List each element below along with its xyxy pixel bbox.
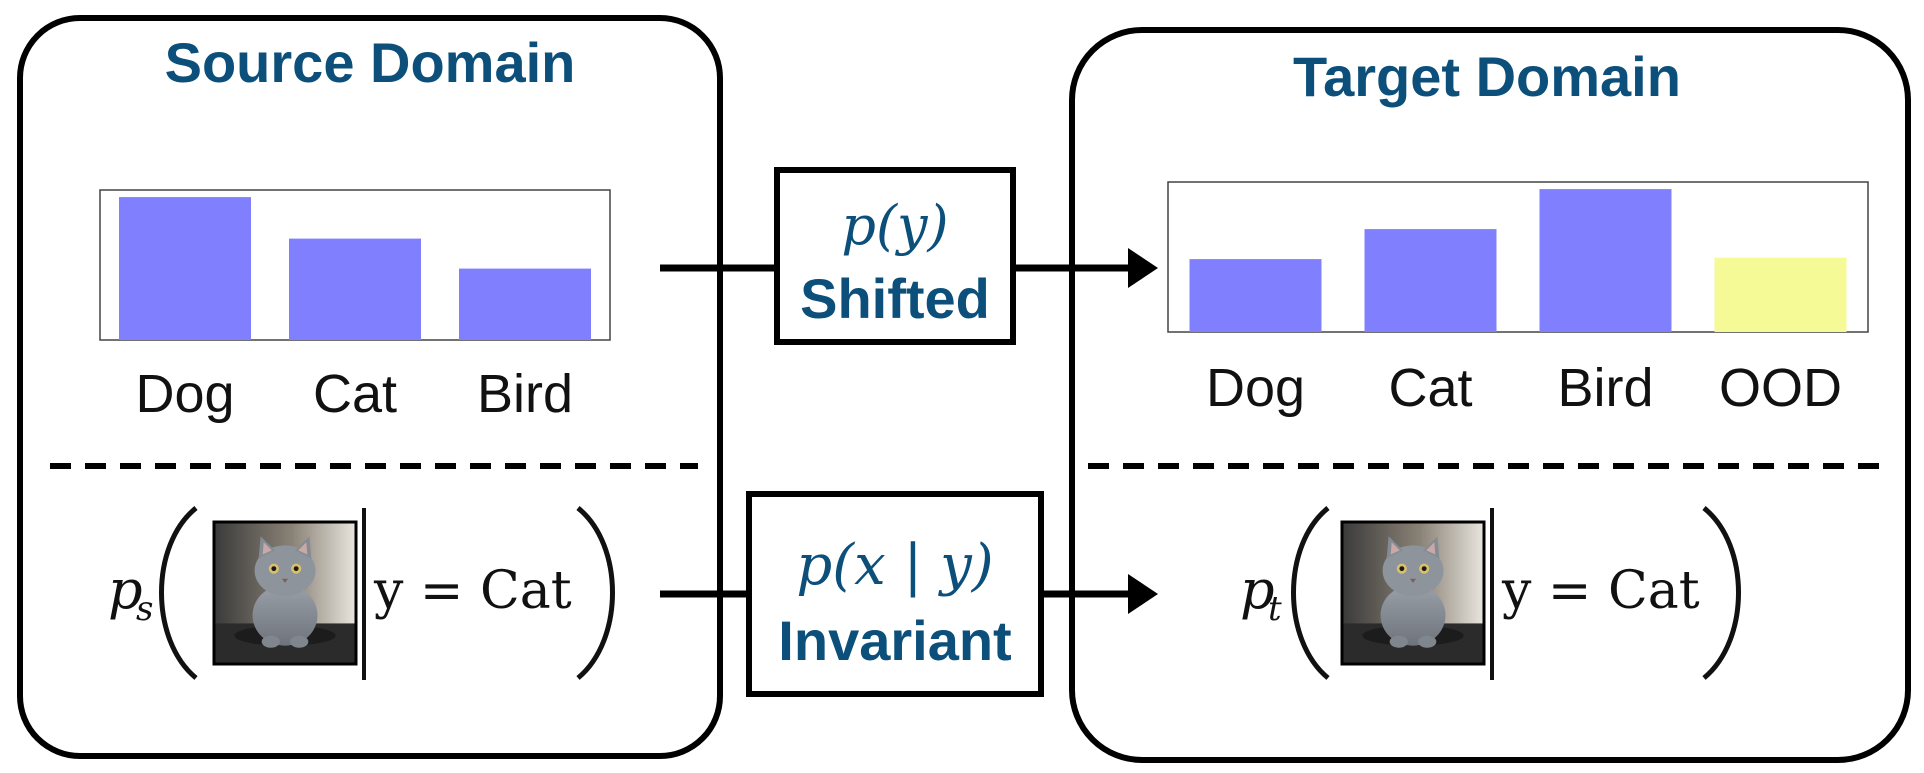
source-right-paren-icon — [576, 506, 615, 680]
target-formula-rhs: y = Cat — [1501, 561, 1700, 621]
source-tick-label-cat: Cat — [313, 364, 397, 424]
source-bar-cat — [289, 238, 421, 340]
top-arrow-head-icon — [1128, 248, 1158, 288]
target-bar-ood — [1714, 257, 1847, 332]
source-label-distribution-chart: Dog Cat Bird — [99, 189, 611, 424]
source-cat-image — [212, 520, 358, 666]
target-cat-image — [1340, 520, 1486, 666]
target-domain-title: Target Domain — [1293, 45, 1681, 108]
target-formula-subscript: t — [1268, 589, 1282, 629]
target-label-distribution-chart: Dog Cat Bird OOD — [1167, 181, 1869, 418]
shifted-box-math: p(y) — [841, 194, 948, 257]
shifted-box-label: Shifted — [800, 267, 990, 330]
target-bar-cat — [1364, 229, 1497, 332]
source-tick-label-bird: Bird — [477, 364, 573, 424]
source-bar-bird — [459, 268, 591, 340]
target-bar-dog — [1189, 259, 1322, 332]
target-tick-label-ood: OOD — [1719, 358, 1842, 418]
target-tick-label-bird: Bird — [1557, 358, 1653, 418]
source-bar-dog — [119, 197, 251, 340]
shifted-box — [774, 167, 1016, 345]
target-right-paren-icon — [1702, 506, 1741, 680]
source-formula-rhs: y = Cat — [373, 561, 572, 621]
invariant-box-math: p(x | y) — [796, 533, 993, 598]
target-tick-label-cat: Cat — [1388, 358, 1472, 418]
invariant-box-label: Invariant — [778, 609, 1011, 672]
source-tick-label-dog: Dog — [135, 364, 234, 424]
invariant-box — [746, 491, 1044, 697]
source-conditional-formula: p s y = Cat — [108, 506, 615, 680]
target-tick-label-dog: Dog — [1206, 358, 1305, 418]
source-formula-subscript: s — [136, 589, 153, 629]
source-formula-p: p — [108, 558, 143, 621]
source-left-paren-icon — [159, 506, 198, 680]
target-left-paren-icon — [1291, 506, 1330, 680]
target-domain-panel — [1069, 27, 1911, 763]
target-conditional-formula: p t y = Cat — [1240, 506, 1741, 680]
source-domain-title: Source Domain — [165, 31, 576, 94]
target-formula-p: p — [1240, 558, 1275, 621]
source-domain-panel — [17, 15, 723, 759]
bottom-arrow-head-icon — [1128, 574, 1158, 614]
target-bar-bird — [1539, 189, 1672, 332]
